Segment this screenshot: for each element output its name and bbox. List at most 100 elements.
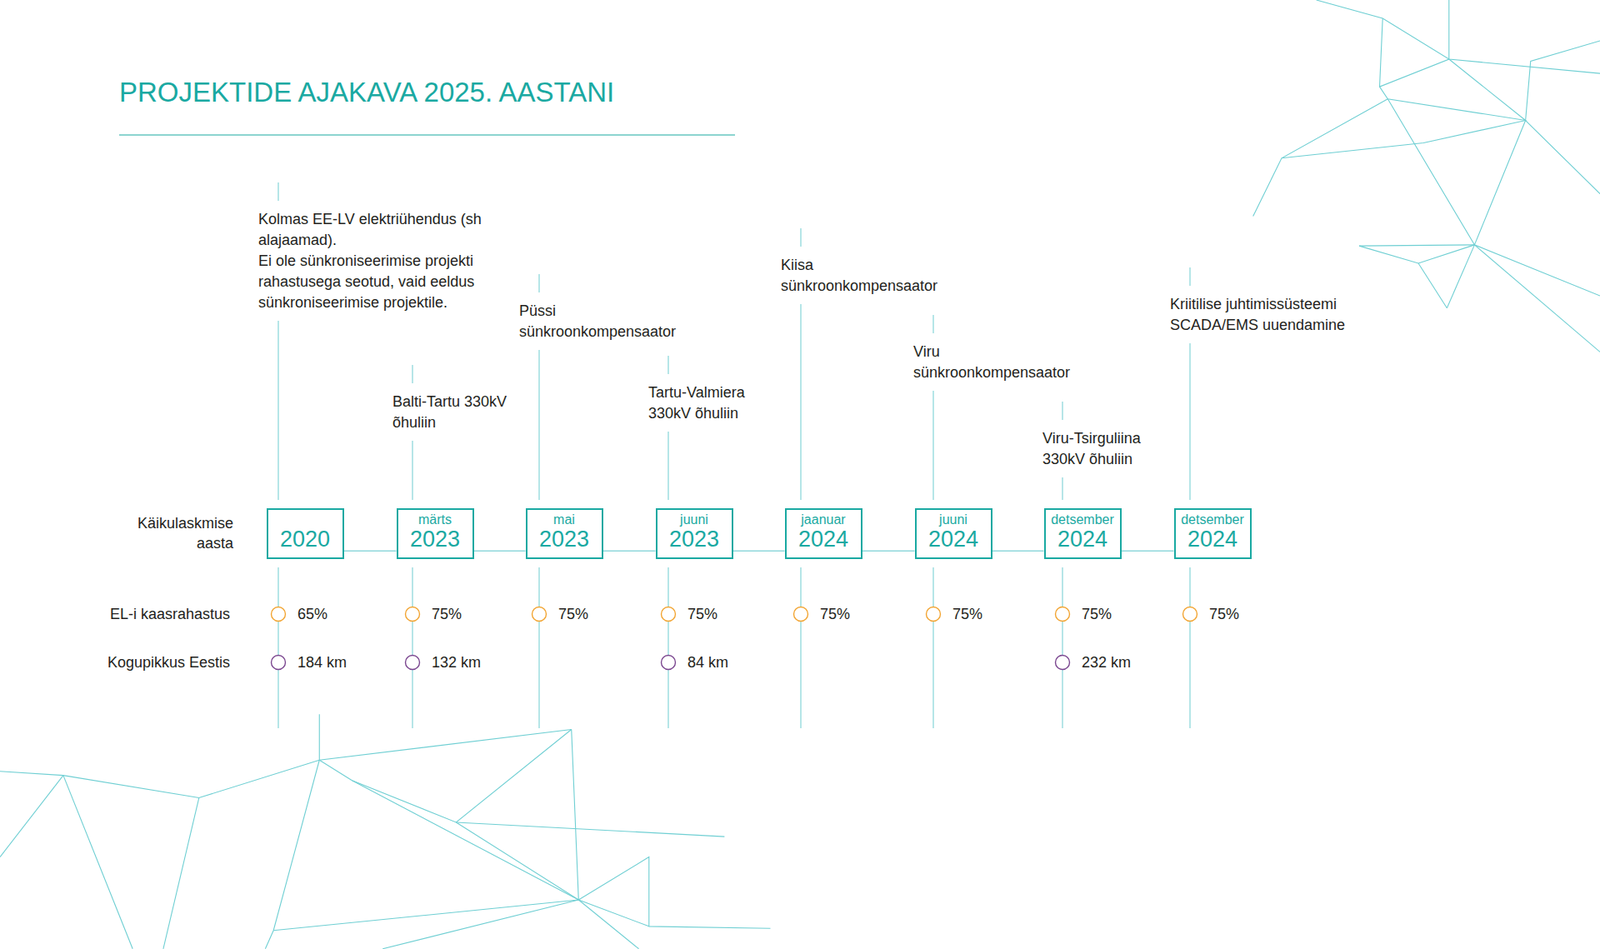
project-label: Viru sünkroonkompensaator	[913, 341, 1085, 384]
project-label-group: Balti-Tartu 330kV õhuliin	[392, 391, 508, 434]
project-label-group: Viru sünkroonkompensaator	[913, 341, 1085, 384]
leader-line	[277, 182, 279, 201]
leader-line	[1189, 567, 1190, 729]
year-box: jaanuar2024	[785, 508, 863, 560]
leader-line	[277, 567, 279, 729]
cofunding-value: 75%	[687, 605, 718, 624]
month-text: jaanuar	[800, 512, 845, 528]
year-box: detsember2024	[1174, 508, 1252, 560]
year-text: 2024	[1187, 527, 1238, 552]
marker-circle	[271, 607, 286, 622]
project-label: Balti-Tartu 330kV õhuliin	[392, 391, 508, 434]
title-underline	[119, 134, 735, 135]
marker-circle	[794, 607, 809, 622]
timeline-connector	[733, 550, 785, 552]
project-label-group: Kolmas EE-LV elektriühendus (sh alajaama…	[258, 209, 482, 314]
leader-line	[411, 440, 413, 500]
timeline-connector	[862, 550, 915, 552]
markers	[271, 607, 1198, 670]
month-text: juuni	[680, 512, 709, 528]
leader-line	[1061, 567, 1063, 729]
project-label: Püssi sünkroonkompensaator	[519, 300, 690, 343]
marker-circle	[532, 607, 547, 622]
row-label: Käikulaskmise aasta	[108, 513, 234, 554]
year-text: 2024	[1057, 527, 1108, 552]
project-label: Kolmas EE-LV elektriühendus (sh alajaama…	[258, 209, 482, 251]
year-box: mai2023	[525, 508, 604, 560]
year-text: 2023	[669, 527, 720, 552]
year-text: 2024	[928, 527, 979, 552]
leader-line	[411, 567, 413, 729]
month-text: mai	[553, 512, 575, 528]
timeline-connector	[603, 550, 656, 552]
leader-line	[538, 350, 540, 500]
title: PROJEKTIDE AJAKAVA 2025. AASTANI	[119, 76, 615, 109]
leader-line	[538, 567, 540, 729]
leader-line	[411, 365, 413, 384]
length-value: 232 km	[1081, 653, 1131, 672]
marker-circle	[1055, 607, 1070, 622]
month-text: märts	[418, 512, 452, 528]
timeline-connector	[1121, 550, 1175, 552]
cofunding-value: 75%	[558, 605, 589, 624]
leader-line	[538, 274, 540, 293]
cofunding-value: 75%	[952, 605, 983, 624]
marker-circle	[271, 655, 286, 670]
project-label-group: Viru-Tsirguliina 330kV õhuliin	[1042, 428, 1168, 470]
leader-line	[277, 320, 279, 500]
month-text: detsember	[1180, 512, 1245, 528]
project-label: Kiisa sünkroonkompensaator	[780, 255, 952, 297]
cofunding-value: 75%	[1081, 605, 1112, 624]
project-label-group: Kriitilise juhtimissüsteemi SCADA/EMS uu…	[1170, 294, 1366, 336]
month-text: juuni	[939, 512, 968, 528]
leader-line	[1061, 401, 1063, 420]
leader-line	[932, 390, 934, 500]
leader-line	[667, 431, 669, 500]
cofunding-value: 75%	[431, 605, 462, 624]
project-label: Kriitilise juhtimissüsteemi SCADA/EMS uu…	[1170, 294, 1366, 336]
year-box: juuni2024	[915, 508, 993, 560]
marker-circle	[926, 607, 941, 622]
marker-circle	[661, 655, 676, 670]
leader-line	[1189, 267, 1190, 286]
year-box: detsember2024	[1044, 508, 1122, 560]
year-text: 2020	[280, 527, 330, 552]
length-value: 84 km	[687, 653, 729, 672]
year-box: 2020	[266, 508, 345, 560]
marker-circle	[1183, 607, 1198, 622]
marker-circle	[405, 655, 420, 670]
row-label: Kogupikkus Eestis	[46, 652, 230, 673]
leader-line	[932, 315, 934, 334]
project-label-group: Tartu-Valmiera 330kV õhuliin	[648, 382, 770, 425]
leader-line	[1189, 343, 1190, 500]
leader-line	[667, 355, 669, 375]
month-text: detsember	[1050, 512, 1115, 528]
row-label: EL-i kaasrahastus	[46, 604, 230, 625]
leader-line	[800, 567, 801, 729]
leader-line	[800, 228, 801, 247]
leader-line	[667, 567, 669, 729]
leader-line	[1061, 477, 1063, 500]
marker-circle	[661, 607, 676, 622]
cofunding-value: 75%	[1209, 605, 1240, 624]
year-text: 2023	[539, 527, 590, 552]
project-label: Viru-Tsirguliina 330kV õhuliin	[1042, 428, 1168, 470]
project-label: Ei ole sünkroniseerimise projekti rahast…	[258, 250, 482, 314]
year-box: juuni2023	[655, 508, 734, 560]
year-text: 2023	[410, 527, 460, 552]
project-label-group: Püssi sünkroonkompensaator	[519, 300, 690, 343]
project-label-group: Kiisa sünkroonkompensaator	[780, 255, 952, 297]
marker-circle	[1055, 655, 1070, 670]
cofunding-value: 75%	[820, 605, 850, 624]
marker-circle	[405, 607, 420, 622]
project-label: Tartu-Valmiera 330kV õhuliin	[648, 382, 770, 425]
cofunding-value: 65%	[297, 605, 328, 624]
leader-line	[932, 567, 934, 729]
year-text: 2024	[798, 527, 849, 552]
timeline-connector	[474, 550, 526, 552]
year-box: märts2023	[396, 508, 475, 560]
timeline-connector	[344, 550, 397, 552]
